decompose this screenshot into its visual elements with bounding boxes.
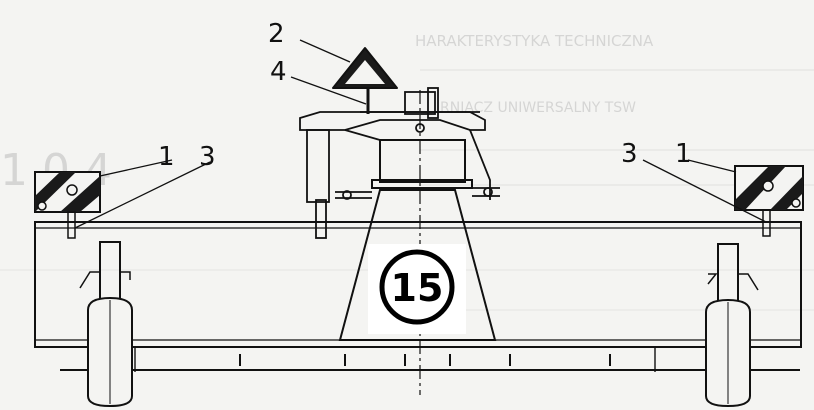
callout-1-left: 1 — [158, 142, 175, 172]
right-support-wheel — [705, 243, 759, 408]
left-board-holder — [67, 211, 76, 239]
center-housing — [338, 90, 497, 395]
left-support-wheel — [79, 241, 133, 408]
right-warning-board — [734, 165, 804, 237]
left-warning-board — [34, 171, 101, 239]
callout-3-right: 3 — [621, 139, 638, 169]
hitch-assembly — [299, 87, 500, 239]
callout-2: 2 — [268, 19, 285, 49]
frame-body — [34, 221, 802, 348]
callout-1-right: 1 — [675, 139, 692, 169]
gearbox — [379, 139, 466, 183]
callout-labels: 2 4 1 3 3 1 — [158, 19, 692, 172]
warning-triangle-sign — [332, 47, 398, 114]
right-board-holder — [762, 209, 771, 237]
leader-lines — [74, 39, 767, 229]
bleed-text-subheading: RNIACZ UNIWERSALNY TSW — [440, 100, 636, 116]
figure-number: 15 — [391, 266, 444, 310]
hitch-left-post — [306, 129, 330, 203]
main-frame — [34, 221, 802, 372]
bleed-text-heading: HARAKTERYSTYKA TECHNICZNA — [415, 32, 654, 50]
figure-number-badge: 15 — [368, 244, 466, 334]
callout-4: 4 — [270, 57, 287, 87]
housing-trapezoid — [338, 189, 497, 341]
callout-3-left: 3 — [199, 142, 216, 172]
